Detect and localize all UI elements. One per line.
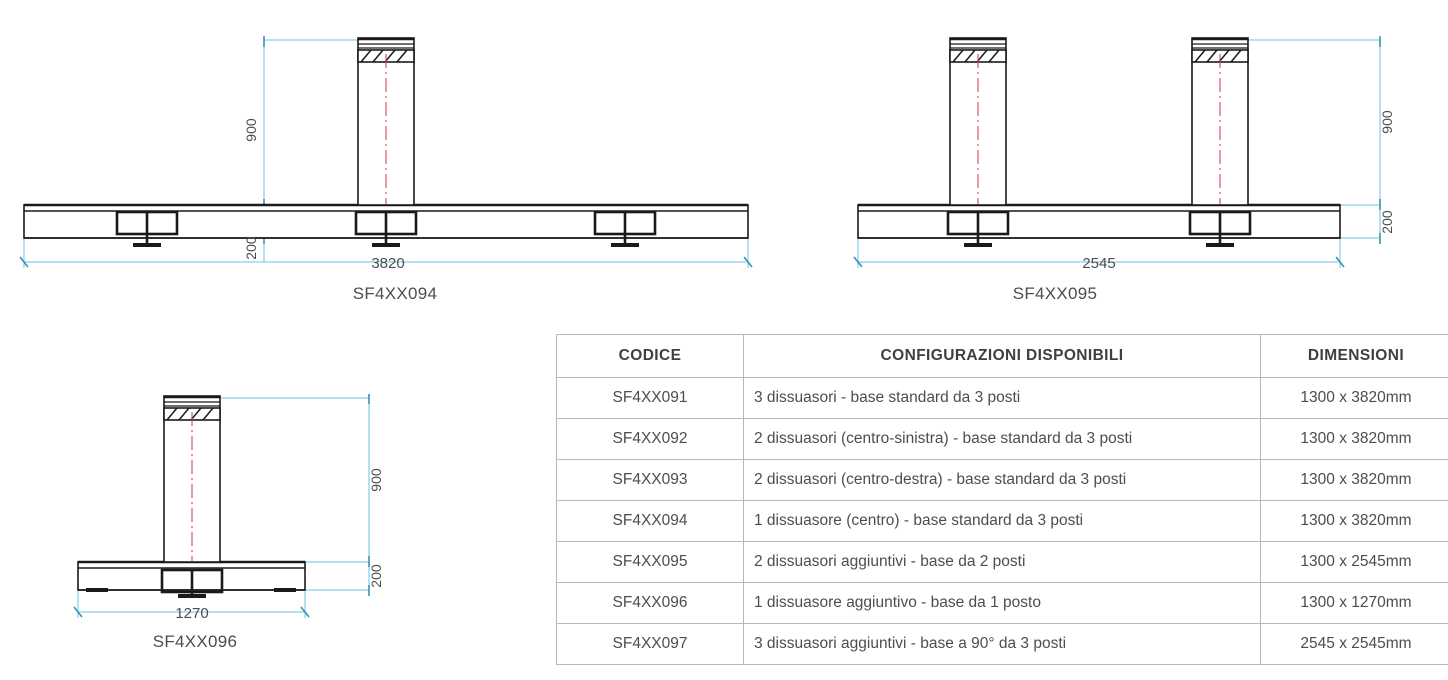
drawing-canvas-1: 900 200 3820 (19, 36, 753, 272)
drawing-canvas-2: 900 200 2545 (853, 36, 1395, 272)
table-header-row: CODICE CONFIGURAZIONI DISPONIBILI DIMENS… (556, 334, 1448, 378)
caption-sf4xx094: SF4XX094 (352, 284, 438, 303)
technical-drawing-sf4xx094: 900 200 3820 SF4XX094 (0, 0, 790, 303)
cell-dimensions: 1300 x 3820mm (1260, 500, 1448, 542)
cell-code: SF4XX094 (556, 500, 744, 542)
table-row: SF4XX093 2 dissuasori (centro-destra) - … (556, 459, 1448, 501)
base-plate-2 (857, 203, 1341, 239)
cell-config: 3 dissuasori - base standard da 3 posti (743, 377, 1261, 419)
table-row: SF4XX095 2 dissuasori aggiuntivi - base … (556, 541, 1448, 583)
caption-sf4xx095: SF4XX095 (1012, 284, 1098, 303)
cell-code: SF4XX095 (556, 541, 744, 583)
anchor-slot-left-1 (115, 210, 179, 247)
cell-dimensions: 2545 x 2545mm (1260, 623, 1448, 665)
reflective-band-hatch-right-2 (1194, 49, 1242, 63)
column-header-configurazioni: CONFIGURAZIONI DISPONIBILI (743, 334, 1261, 378)
dim-base-height-1: 200 (243, 236, 259, 260)
cell-dimensions: 1300 x 1270mm (1260, 582, 1448, 624)
dim-base-height-2: 200 (1379, 210, 1395, 234)
dim-width-3: 1270 (175, 605, 208, 622)
anchor-slot-left-2 (946, 210, 1010, 247)
table-row: SF4XX096 1 dissuasore aggiuntivo - base … (556, 582, 1448, 624)
cell-code: SF4XX091 (556, 377, 744, 419)
dim-width-1: 3820 (371, 255, 404, 272)
cell-config: 2 dissuasori aggiuntivi - base da 2 post… (743, 541, 1261, 583)
cell-config: 2 dissuasori (centro-destra) - base stan… (743, 459, 1261, 501)
bollard-center-1 (357, 37, 415, 206)
bollard-center-3 (163, 395, 221, 563)
dim-base-height-3: 200 (368, 564, 384, 588)
cell-dimensions: 1300 x 3820mm (1260, 377, 1448, 419)
table-row: SF4XX091 3 dissuasori - base standard da… (556, 377, 1448, 419)
cell-config: 1 dissuasore aggiuntivo - base da 1 post… (743, 582, 1261, 624)
dimension-ticks-3 (73, 394, 370, 618)
anchor-slot-right-1 (593, 210, 657, 247)
table-header: CODICE CONFIGURAZIONI DISPONIBILI DIMENS… (556, 334, 1448, 378)
cell-code: SF4XX092 (556, 418, 744, 460)
column-header-dimensioni: DIMENSIONI (1260, 334, 1448, 378)
table-row: SF4XX097 3 dissuasori aggiuntivi - base … (556, 623, 1448, 665)
cell-config: 1 dissuasore (centro) - base standard da… (743, 500, 1261, 542)
cell-code: SF4XX096 (556, 582, 744, 624)
cell-code: SF4XX093 (556, 459, 744, 501)
column-header-codice: CODICE (556, 334, 744, 378)
drawing-canvas-3: 900 200 1270 (73, 394, 384, 622)
dim-height-2: 900 (1379, 110, 1395, 134)
cell-config: 3 dissuasori aggiuntivi - base a 90° da … (743, 623, 1261, 665)
reflective-band-hatch-1 (360, 49, 408, 63)
table-row: SF4XX092 2 dissuasori (centro-sinistra) … (556, 418, 1448, 460)
dim-height-3: 900 (368, 468, 384, 492)
configurations-table: CODICE CONFIGURAZIONI DISPONIBILI DIMENS… (556, 334, 1448, 665)
cell-code: SF4XX097 (556, 623, 744, 665)
bollard-right-2 (1191, 37, 1249, 206)
anchor-slot-right-2 (1188, 210, 1252, 247)
cell-dimensions: 1300 x 3820mm (1260, 459, 1448, 501)
cell-dimensions: 1300 x 3820mm (1260, 418, 1448, 460)
bollard-left-2 (949, 37, 1007, 206)
dim-height-1: 900 (243, 118, 259, 142)
anchor-slot-center-1 (354, 210, 418, 247)
reflective-band-hatch-left-2 (952, 49, 1000, 63)
table-row: SF4XX094 1 dissuasore (centro) - base st… (556, 500, 1448, 542)
dimension-ticks-2 (853, 36, 1381, 268)
caption-sf4xx096: SF4XX096 (152, 632, 238, 651)
technical-drawing-sf4xx096: 900 200 1270 SF4XX096 (55, 380, 395, 651)
cell-dimensions: 1300 x 2545mm (1260, 541, 1448, 583)
table-body: SF4XX091 3 dissuasori - base standard da… (556, 377, 1448, 665)
reflective-band-hatch-3 (166, 407, 214, 421)
anchor-slot-center-3 (160, 568, 224, 598)
dim-width-2: 2545 (1082, 255, 1115, 272)
cell-config: 2 dissuasori (centro-sinistra) - base st… (743, 418, 1261, 460)
mounting-feet-3 (86, 588, 296, 592)
technical-drawing-sf4xx095: 900 200 2545 SF4XX095 (840, 0, 1410, 303)
